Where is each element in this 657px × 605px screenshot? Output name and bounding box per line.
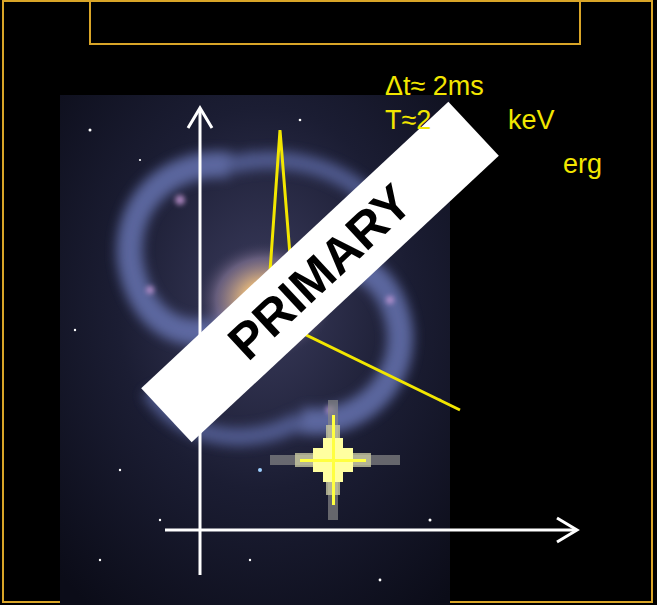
- measurement-label: Δt≈ 2ms: [385, 73, 484, 100]
- supernova-star: [270, 400, 400, 520]
- measurement-label: T≈2: [385, 107, 431, 134]
- measurement-label: keV: [508, 107, 555, 134]
- measurement-label: erg: [563, 151, 602, 178]
- top-box: [90, 0, 580, 44]
